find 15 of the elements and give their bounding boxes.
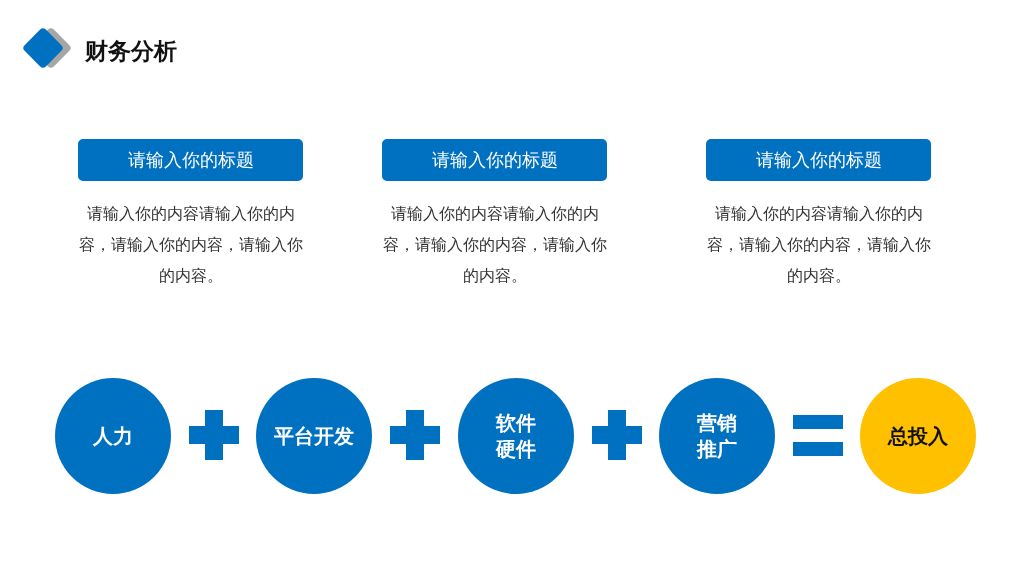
box-title: 请输入你的标题: [431, 148, 558, 172]
circle-label: 软件硬件: [494, 410, 537, 462]
circle-label: 平台开发: [273, 423, 355, 449]
circle-label: 人力: [92, 423, 134, 449]
title-box: [78, 139, 303, 181]
title: 财务分析: [85, 37, 177, 66]
box-title: 请输入你的标题: [127, 148, 254, 172]
circle-label: 营销推广: [695, 410, 738, 462]
title-box: [382, 139, 607, 181]
circle-label: 总投入: [886, 423, 949, 449]
body-text: 请输入你的内容请输入你的内容，请输入你的内容，请输入你的内容。: [706, 203, 931, 287]
body-text: 请输入你的内容请输入你的内容，请输入你的内容，请输入你的内容。: [78, 203, 303, 287]
body-text: 请输入你的内容请输入你的内容，请输入你的内容，请输入你的内容。: [382, 203, 607, 287]
box-title: 请输入你的标题: [755, 148, 882, 172]
title-box: [706, 139, 931, 181]
